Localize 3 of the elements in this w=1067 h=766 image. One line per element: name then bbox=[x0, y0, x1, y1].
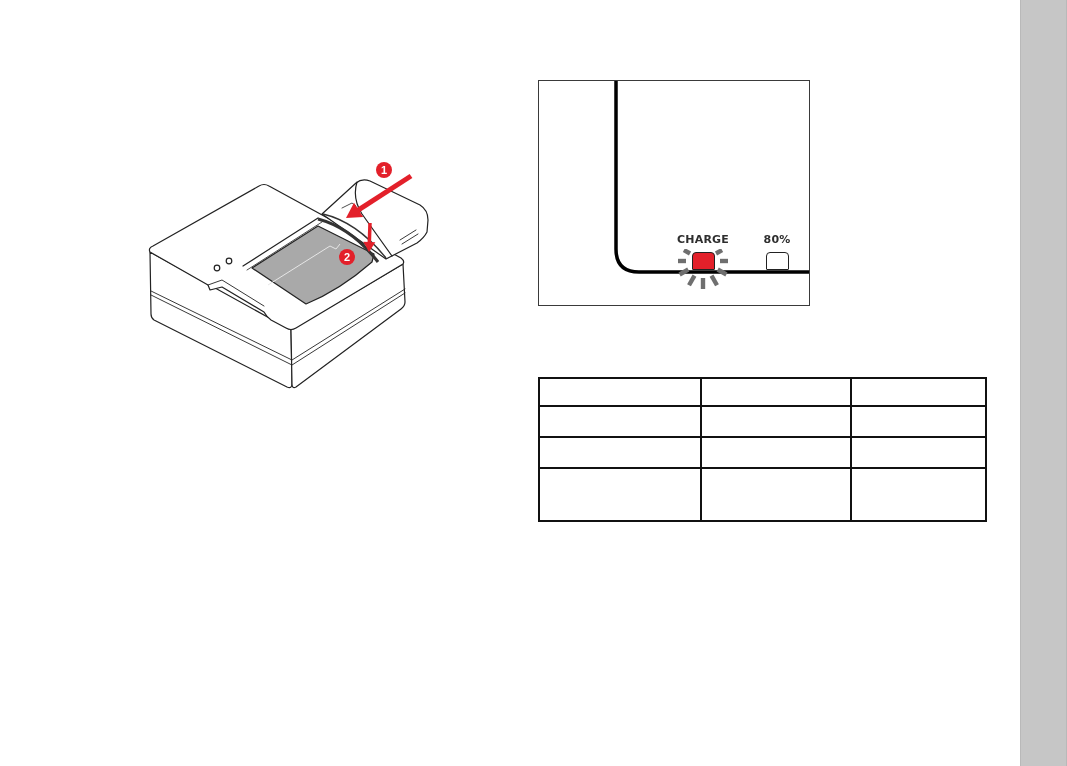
indicator-label: 80% bbox=[763, 233, 791, 247]
callout-number: 1 bbox=[376, 162, 392, 178]
indicator-label: CHARGE bbox=[677, 233, 729, 247]
